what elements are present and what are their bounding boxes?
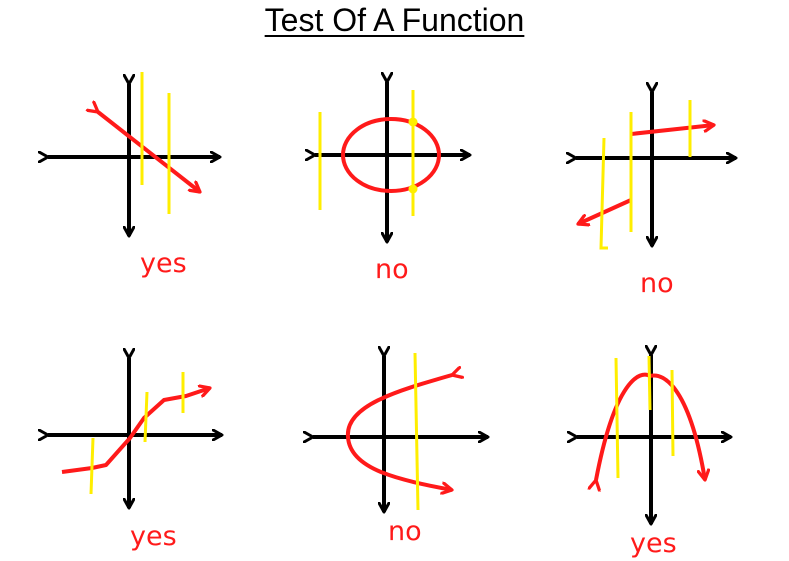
answer-label: no [640, 268, 674, 299]
answer-label: no [388, 516, 422, 547]
function-curve [61, 388, 210, 474]
intersection-point [408, 184, 418, 194]
function-curve [630, 125, 714, 136]
answer-label: no [375, 254, 409, 285]
graph-2: no [315, 82, 470, 285]
function-curve [341, 117, 441, 193]
vertical-test-line [143, 391, 149, 443]
answer-label: yes [130, 521, 177, 552]
page-title: Test Of A Function [264, 2, 525, 38]
function-curve [345, 375, 452, 490]
graph-1: yes [48, 72, 220, 279]
graph-6: yes [577, 355, 731, 559]
vertical-test-line [413, 352, 420, 511]
vertical-test-line [599, 137, 608, 250]
answer-label: yes [630, 528, 677, 559]
vertical-test-line [614, 357, 620, 479]
graph-5: no [313, 353, 488, 547]
function-curve [98, 112, 200, 192]
answer-label: yes [140, 248, 187, 279]
graph-3: no [576, 92, 736, 299]
graph-4: yes [48, 358, 222, 552]
vertical-test-line [647, 355, 652, 411]
vertical-test-line [670, 369, 675, 457]
function-curve [578, 198, 632, 224]
vertical-test-line [89, 437, 95, 495]
intersection-point [408, 117, 418, 127]
